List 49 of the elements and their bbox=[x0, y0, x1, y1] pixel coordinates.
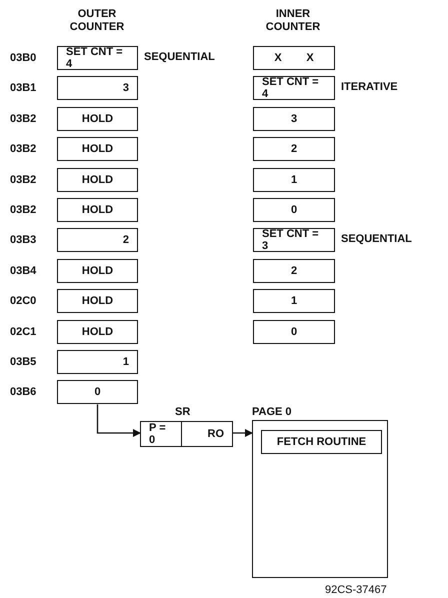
routine-box: FETCH ROUTINE bbox=[261, 430, 382, 454]
address-label: 03B0 bbox=[10, 52, 36, 64]
page-box bbox=[252, 420, 388, 578]
box-heading: PAGE 0 bbox=[252, 406, 292, 418]
counter-box: 0 bbox=[253, 320, 335, 344]
address-label: 02C1 bbox=[10, 326, 36, 338]
box-heading: SR bbox=[175, 406, 190, 418]
counter-box: 2 bbox=[57, 228, 138, 252]
address-label: 03B2 bbox=[10, 112, 36, 125]
column-heading: OUTER COUNTER bbox=[68, 8, 126, 34]
address-label: 03B2 bbox=[10, 204, 36, 216]
counter-box: 1 bbox=[57, 350, 138, 374]
counter-box: SET CNT = 4 bbox=[253, 76, 335, 100]
counter-box: HOLD bbox=[57, 198, 138, 222]
address-label: 02C0 bbox=[10, 295, 36, 308]
counter-box: SET CNT = 3 bbox=[253, 228, 335, 252]
arrow bbox=[231, 429, 253, 437]
counter-box bbox=[253, 46, 335, 70]
figure-number: 92CS-37467 bbox=[325, 584, 387, 596]
mode-label: SEQUENTIAL bbox=[341, 233, 412, 246]
counter-box: HOLD bbox=[57, 168, 138, 192]
counter-box: 1 bbox=[253, 168, 335, 192]
column-heading: INNER COUNTER bbox=[264, 8, 322, 34]
address-label: 03B4 bbox=[10, 264, 36, 277]
counter-box: SET CNT = 4 bbox=[57, 46, 138, 70]
counter-box: 0 bbox=[253, 198, 335, 222]
counter-box: 2 bbox=[253, 137, 335, 162]
counter-box: HOLD bbox=[57, 106, 138, 131]
arrow bbox=[96, 404, 141, 437]
counter-box: HOLD bbox=[57, 137, 138, 162]
counter-box: 0 bbox=[57, 380, 138, 404]
counter-box: HOLD bbox=[57, 289, 138, 314]
counter-box: 1 bbox=[253, 289, 335, 314]
mode-label: ITERATIVE bbox=[341, 81, 398, 94]
address-label: 03B1 bbox=[10, 82, 36, 94]
box-text: X bbox=[306, 52, 314, 64]
register-box bbox=[140, 421, 233, 447]
counter-box: 2 bbox=[253, 258, 335, 283]
counter-box: HOLD bbox=[57, 320, 138, 344]
address-label: 03B5 bbox=[10, 356, 36, 368]
counter-box: HOLD bbox=[57, 258, 138, 283]
counter-box: 3 bbox=[253, 106, 335, 131]
counter-box: 3 bbox=[57, 76, 138, 100]
address-label: 03B6 bbox=[10, 386, 36, 398]
address-label: 03B2 bbox=[10, 143, 36, 156]
address-label: 03B2 bbox=[10, 174, 36, 186]
mode-label: SEQUENTIAL bbox=[144, 51, 215, 63]
address-label: 03B3 bbox=[10, 234, 36, 246]
box-text: X bbox=[274, 52, 282, 64]
